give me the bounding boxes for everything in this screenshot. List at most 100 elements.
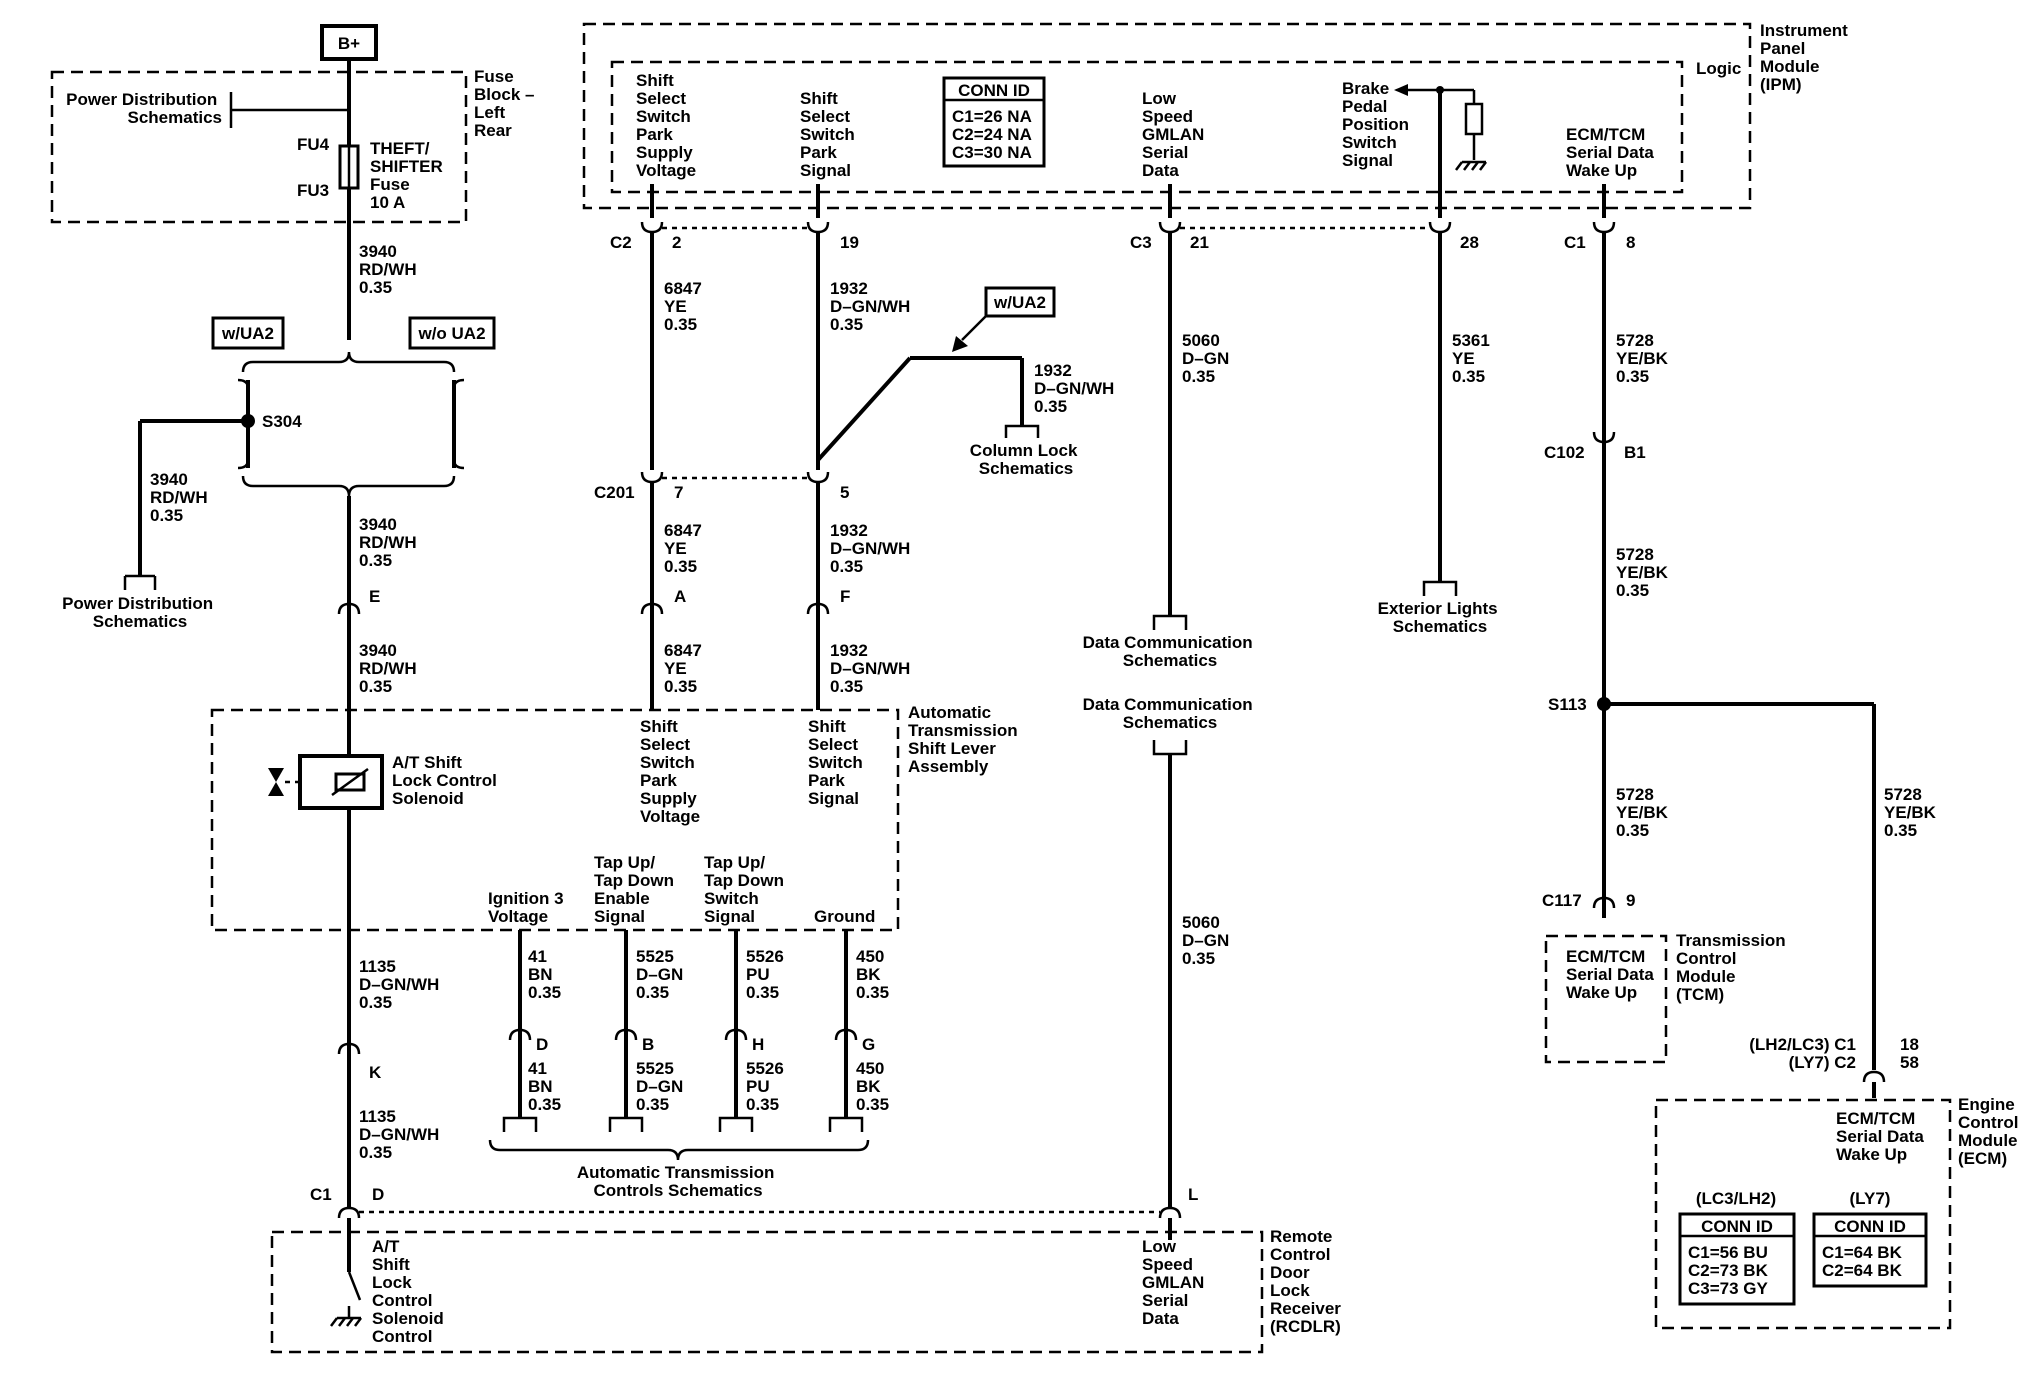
fuse-block-outline xyxy=(50,70,468,224)
ipm-label: Instrument Panel Module (IPM) xyxy=(1760,21,1853,94)
brake-signal-arrow-icon xyxy=(1394,84,1408,96)
ecm-conn-id-lc3-title: CONN ID xyxy=(1701,1217,1773,1236)
tcm-outline xyxy=(1544,934,1668,1064)
ipm-logic-outline xyxy=(610,60,1684,194)
wire-label-1135-a: 1135 D–GN/WH 0.35 xyxy=(359,957,444,1012)
ecm-conn-id-ly7 xyxy=(1812,1212,1928,1288)
shifter-pin-park-signal: Shift Select Switch Park Signal xyxy=(808,717,868,808)
rcdlr-pin-gmlan: Low Speed GMLAN Serial Data xyxy=(1142,1237,1209,1328)
connector-k: K xyxy=(369,1063,382,1082)
wire-label-5728-a: 5728 YE/BK 0.35 xyxy=(1616,331,1673,386)
wire-label-6847-c: 6847 YE 0.35 xyxy=(664,641,707,696)
ecm-conn-id-row: C3=73 GY xyxy=(1688,1279,1769,1298)
wire-label-1932-branch: 1932 D–GN/WH 0.35 xyxy=(1034,361,1119,416)
wire-label-5060-a: 5060 D–GN 0.35 xyxy=(1182,331,1234,386)
shift-lever-assembly-label: Automatic Transmission Shift Lever Assem… xyxy=(908,703,1022,776)
wire-label-5728-c: 5728 YE/BK 0.35 xyxy=(1616,785,1673,840)
at-controls-schematics-ref[interactable]: Automatic Transmission Controls Schemati… xyxy=(577,1163,779,1200)
wire-label-3940-b: 3940 RD/WH 0.35 xyxy=(150,470,212,525)
splice-s304 xyxy=(241,414,255,428)
wire-label-1135-b: 1135 D–GN/WH 0.35 xyxy=(359,1107,444,1162)
rcdlr-outline xyxy=(270,1230,1264,1354)
ipm-conn-id-title: CONN ID xyxy=(958,81,1030,100)
data-communication-ref-upper[interactable]: Data Communication Schematics xyxy=(1083,633,1258,670)
ipm-pin-brake-signal: Brake Pedal Position Switch Signal xyxy=(1342,79,1414,170)
rcdlr-label: Remote Control Door Lock Receiver (RCDLR… xyxy=(1270,1227,1346,1336)
ecm-pin-wake-up: ECM/TCM Serial Data Wake Up xyxy=(1836,1109,1929,1164)
connector-c102-pin: B1 xyxy=(1624,443,1646,462)
connector-c201: C201 xyxy=(594,483,635,502)
power-distribution-ref-upper[interactable]: Power Distribution Schematics xyxy=(66,90,222,127)
wire-label-3940-a: 3940 RD/WH 0.35 xyxy=(359,242,421,297)
wire-label-5525-a: 5525 D–GN 0.35 xyxy=(636,947,688,1002)
connector-c3-pin: 21 xyxy=(1190,233,1209,252)
ipm-conn-id-box xyxy=(942,76,1046,168)
wire-label-6847-b: 6847 YE 0.35 xyxy=(664,521,707,576)
connector-g: G xyxy=(862,1035,875,1054)
connector-ecm-c2-pin: 58 xyxy=(1900,1053,1919,1072)
power-distribution-ref-lower[interactable]: Power Distribution Schematics xyxy=(62,594,218,631)
connector-b: B xyxy=(642,1035,654,1054)
shifter-pin-ignition: Ignition 3 Voltage xyxy=(488,889,568,926)
data-communication-ref-lower[interactable]: Data Communication Schematics xyxy=(1083,695,1258,732)
column-lock-schematics-ref[interactable]: Column Lock Schematics xyxy=(970,441,1082,478)
connector-c201-pin-5: 5 xyxy=(840,483,849,502)
splice-s304-label: S304 xyxy=(262,412,302,431)
wire-label-5060-b: 5060 D–GN 0.35 xyxy=(1182,913,1234,968)
connector-h: H xyxy=(752,1035,764,1054)
ipm-outline xyxy=(582,22,1752,210)
wire-label-450-a: 450 BK 0.35 xyxy=(856,947,889,1002)
tcm-pin-wake-up: ECM/TCM Serial Data Wake Up xyxy=(1566,947,1659,1002)
fuse-pin-fu3: FU3 xyxy=(297,181,329,200)
connector-ecm-c1-pin: 18 xyxy=(1900,1035,1919,1054)
wire-label-5525-b: 5525 D–GN 0.35 xyxy=(636,1059,688,1114)
option-with-ua2: w/UA2 xyxy=(221,324,274,343)
connector-pin-28: 28 xyxy=(1460,233,1479,252)
connector-pin-19: 19 xyxy=(840,233,859,252)
wire-label-1932-b: 1932 D–GN/WH 0.35 xyxy=(830,521,915,576)
connector-a: A xyxy=(674,587,686,606)
solenoid-plunger-icon xyxy=(268,768,284,782)
rcdlr-pin-shift-lock-control: A/T Shift Lock Control Solenoid Control xyxy=(372,1237,449,1346)
connector-rcdlr-l: L xyxy=(1188,1185,1198,1204)
wire-label-5526-b: 5526 PU 0.35 xyxy=(746,1059,789,1114)
wire-label-5361: 5361 YE 0.35 xyxy=(1452,331,1495,386)
wire-label-1932-c: 1932 D–GN/WH 0.35 xyxy=(830,641,915,696)
connector-d: D xyxy=(536,1035,548,1054)
connector-c102: C102 xyxy=(1544,443,1585,462)
connector-e: E xyxy=(369,587,380,606)
ecm-conn-id-row: C2=64 BK xyxy=(1822,1261,1903,1280)
connector-c1-pin: 8 xyxy=(1626,233,1635,252)
wire-label-3940-c: 3940 RD/WH 0.35 xyxy=(359,515,421,570)
battery-label: B+ xyxy=(338,34,360,53)
wire-label-5526-a: 5526 PU 0.35 xyxy=(746,947,789,1002)
ecm-conn-id-row: C1=56 BU xyxy=(1688,1243,1768,1262)
ipm-pin-supply-voltage: Shift Select Switch Park Supply Voltage xyxy=(636,71,697,180)
wire-label-6847-a: 6847 YE 0.35 xyxy=(664,279,707,334)
ecm-conn-id-row: C1=64 BK xyxy=(1822,1243,1903,1262)
connector-c2-pin: 2 xyxy=(672,233,681,252)
connector-ecm-c1: (LH2/LC3) C1 xyxy=(1749,1035,1856,1054)
wire-label-1932-a: 1932 D–GN/WH 0.35 xyxy=(830,279,915,334)
ipm-conn-id-row: C1=26 NA xyxy=(952,107,1032,126)
ipm-conn-id-row: C2=24 NA xyxy=(952,125,1032,144)
wire-label-450-b: 450 BK 0.35 xyxy=(856,1059,889,1114)
ipm-conn-id-row: C3=30 NA xyxy=(952,143,1032,162)
ipm-pin-wake-up: ECM/TCM Serial Data Wake Up xyxy=(1566,125,1659,180)
ecm-conn-id-lc3 xyxy=(1678,1212,1796,1306)
ecm-conn-lc3-heading: (LC3/LH2) xyxy=(1696,1189,1776,1208)
fuse-label: THEFT/ SHIFTER Fuse 10 A xyxy=(370,139,447,212)
shifter-pin-tap-switch: Tap Up/ Tap Down Switch Signal xyxy=(704,853,789,926)
ipm-pin-gmlan: Low Speed GMLAN Serial Data xyxy=(1142,89,1209,180)
brake-pull-down-resistor xyxy=(1464,102,1484,136)
connector-c1: C1 xyxy=(1564,233,1586,252)
connector-rcdlr-d: D xyxy=(372,1185,384,1204)
connector-c201-pin-7: 7 xyxy=(674,483,683,502)
wire-label-5728-d: 5728 YE/BK 0.35 xyxy=(1884,785,1941,840)
connector-c117-pin: 9 xyxy=(1626,891,1635,910)
exterior-lights-schematics-ref[interactable]: Exterior Lights Schematics xyxy=(1378,599,1503,636)
connector-rcdlr-c1: C1 xyxy=(310,1185,332,1204)
connector-f: F xyxy=(840,587,850,606)
ecm-conn-id-ly7-title: CONN ID xyxy=(1834,1217,1906,1236)
